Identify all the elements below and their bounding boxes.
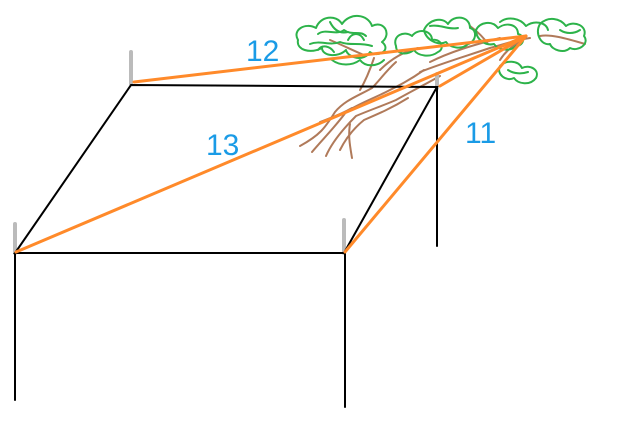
rope-front-right — [343, 34, 528, 254]
ropes — [14, 34, 528, 254]
platform-top — [13, 83, 439, 254]
label-12: 12 — [246, 35, 279, 68]
tree-leaves — [295, 15, 587, 85]
posts — [13, 50, 439, 255]
rope-back-right — [438, 34, 528, 88]
rope-front-left — [14, 34, 528, 254]
label-11: 11 — [465, 117, 496, 150]
rope-back-left — [132, 34, 528, 84]
label-13: 13 — [206, 129, 239, 162]
